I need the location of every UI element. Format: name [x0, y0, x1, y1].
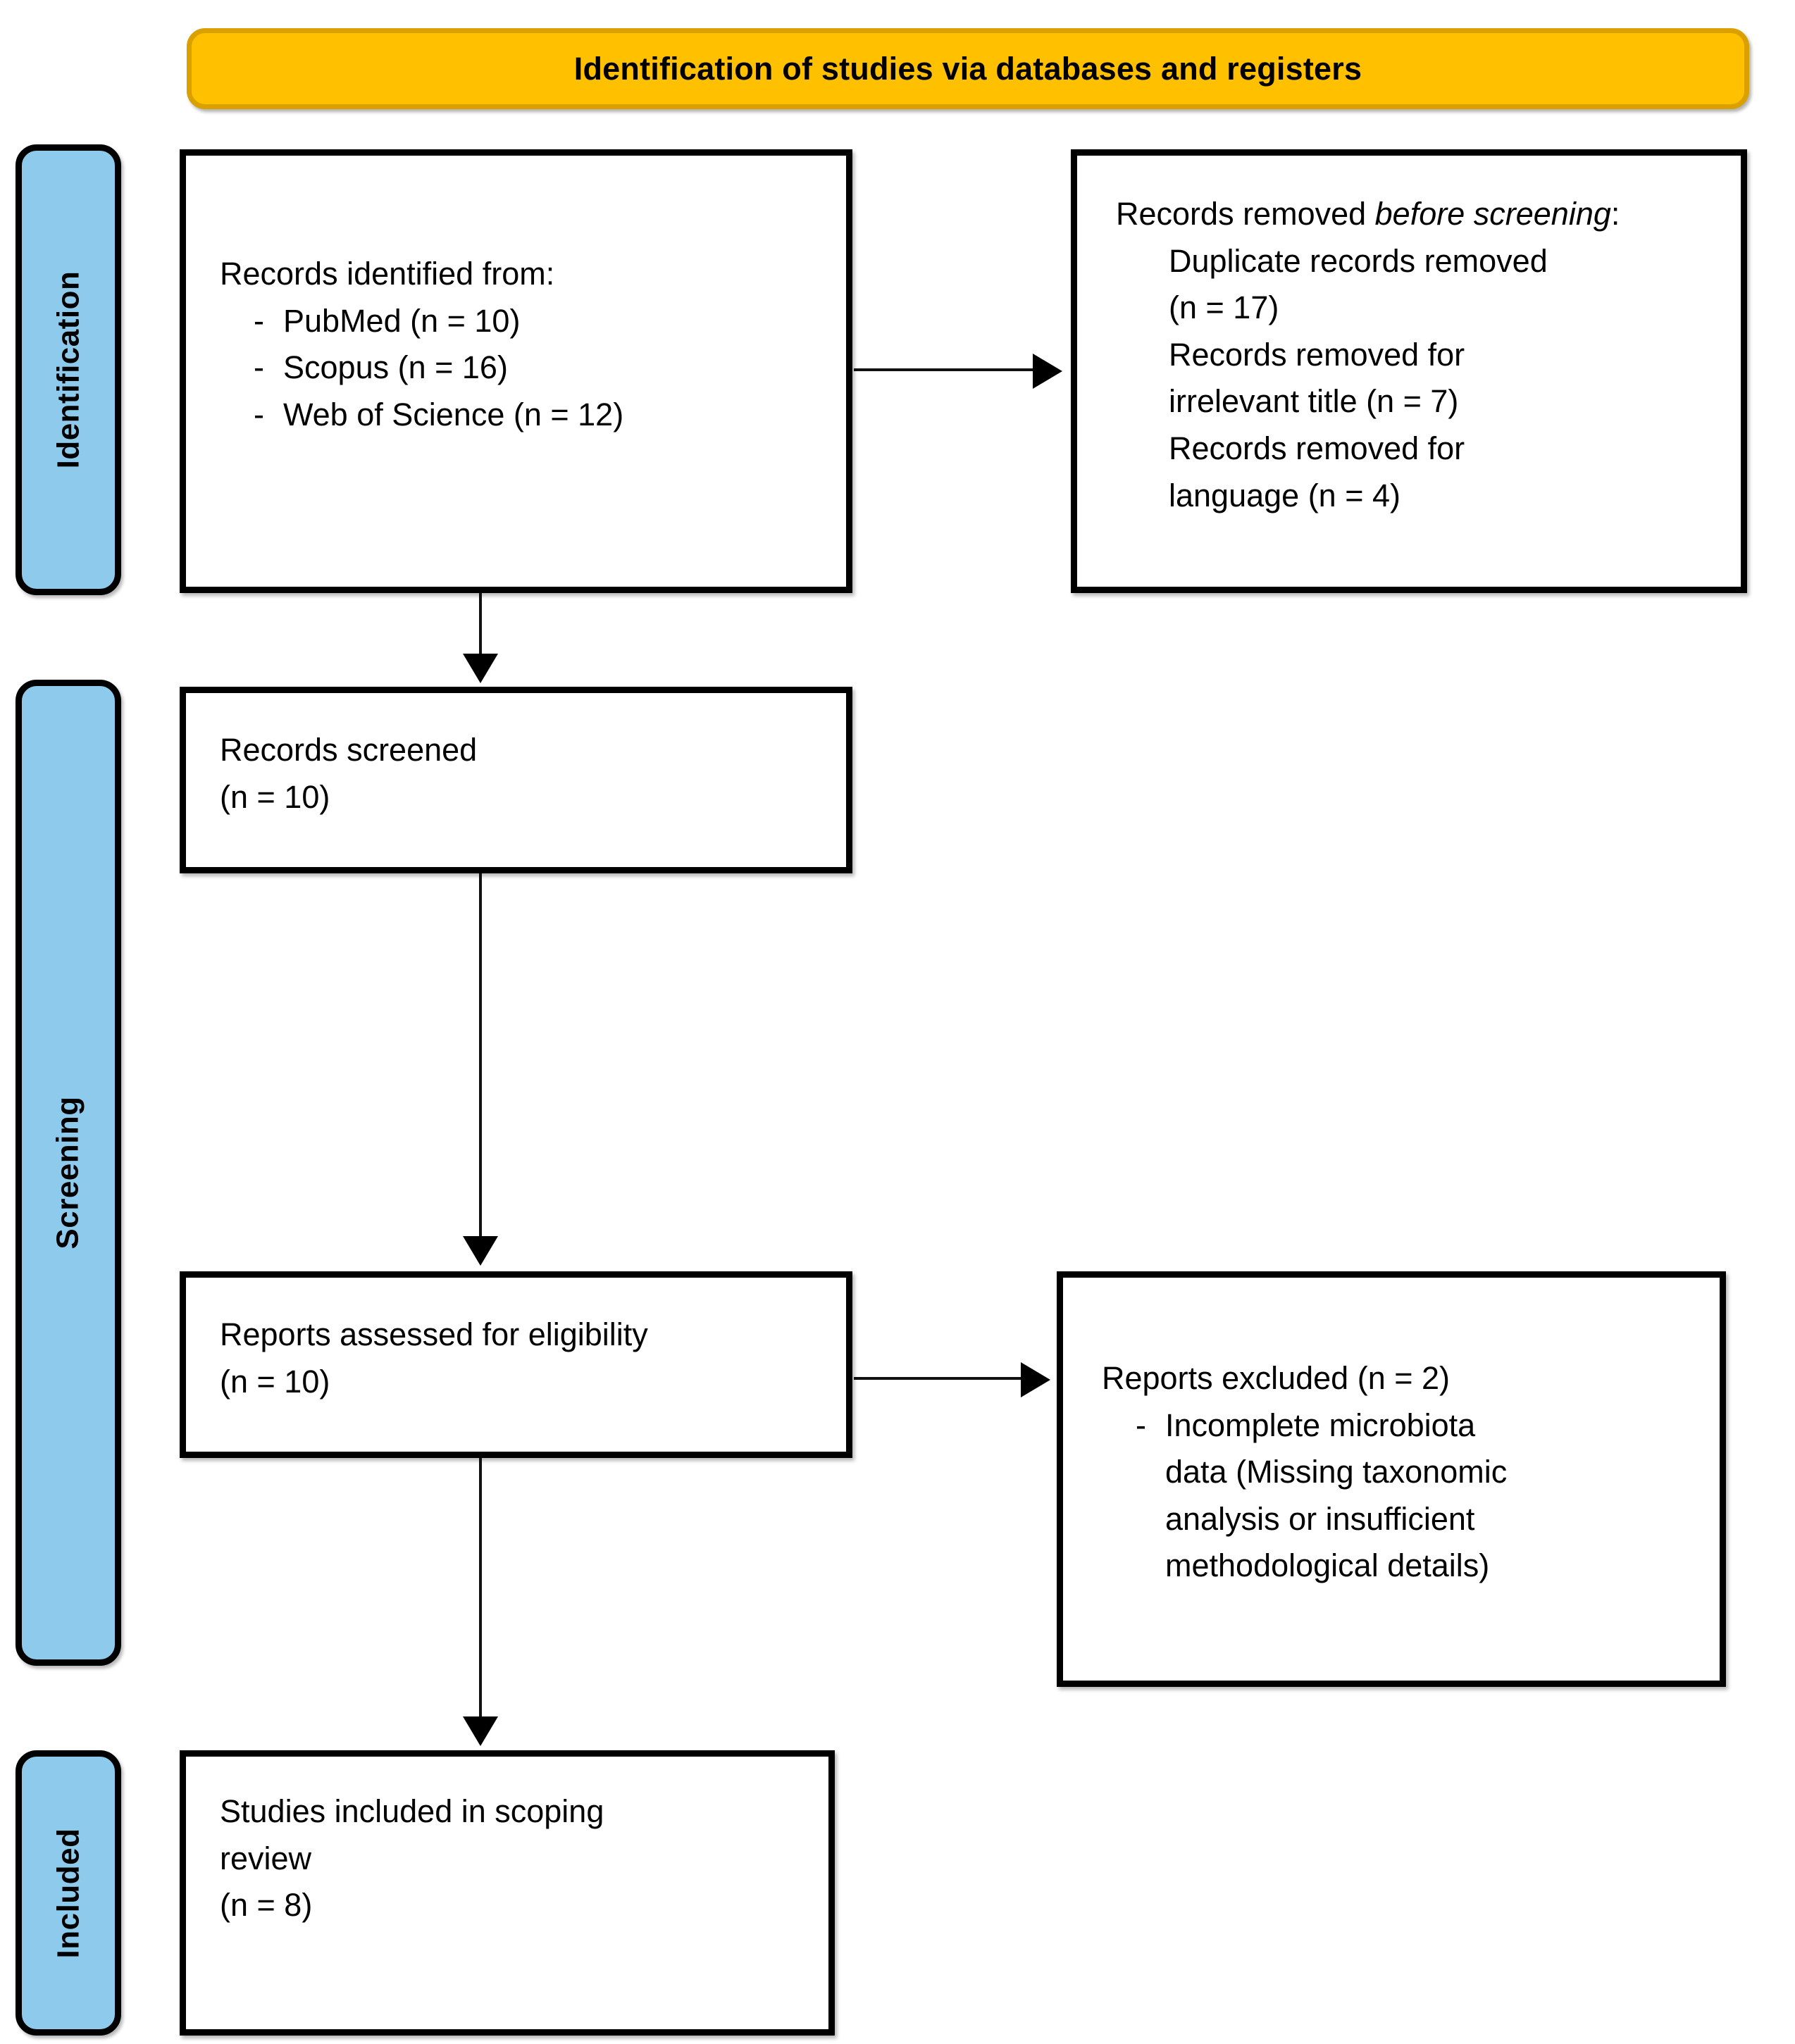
connector-assessed-to-included-line [479, 1458, 482, 1726]
excluded-reason-line-1: Incomplete microbiota [1165, 1407, 1476, 1443]
box-records-removed-before-screening: Records removed before screening: Duplic… [1071, 149, 1747, 593]
excluded-reason-line-3: analysis or insufficient [1165, 1500, 1475, 1537]
removed-line-duplicate-1: Duplicate records removed [1169, 242, 1548, 279]
connector-screened-to-assessed-line [479, 873, 482, 1247]
excluded-reason-line-4: methodological details) [1165, 1547, 1490, 1584]
records-removed-heading: Records removed before screening: [1116, 191, 1720, 238]
removed-line-language-2: language (n = 4) [1169, 477, 1400, 513]
connector-identified-to-screened-line [479, 593, 482, 663]
source-web-of-science: Web of Science (n = 12) [283, 396, 624, 432]
studies-included-label-line-2: review [220, 1840, 312, 1876]
records-screened-label: Records screened [220, 732, 478, 768]
removed-line-duplicate-2: (n = 17) [1169, 289, 1279, 326]
phase-label-included: Included [51, 1828, 85, 1958]
box-reports-excluded: Reports excluded (n = 2) - Incomplete mi… [1057, 1271, 1726, 1687]
removed-line-irrelevant-1: Records removed for [1169, 336, 1465, 373]
phase-bar-included: Included [15, 1750, 121, 2036]
list-item: - Incomplete microbiota data (Missing ta… [1102, 1402, 1698, 1590]
removed-line-language-1: Records removed for [1169, 430, 1465, 466]
arrow-head-down-icon [463, 654, 498, 683]
records-removed-heading-prefix: Records removed [1116, 196, 1375, 232]
arrow-head-right-icon [1033, 354, 1062, 389]
bullet-dash: - [1136, 1407, 1146, 1443]
phase-bar-screening: Screening [15, 680, 121, 1666]
connector-identified-to-removed-line [854, 368, 1038, 371]
reports-excluded-heading: Reports excluded (n = 2) [1102, 1360, 1451, 1396]
records-screened-count: (n = 10) [220, 778, 330, 815]
diagram-title: Identification of studies via databases … [573, 50, 1362, 87]
studies-included-label-line-1: Studies included in scoping [220, 1793, 604, 1829]
bullet-dash: - [254, 302, 264, 339]
arrow-head-right-icon [1021, 1362, 1050, 1397]
diagram-header-banner: Identification of studies via databases … [187, 28, 1749, 109]
records-identified-heading: Records identified from: [220, 256, 555, 292]
arrow-head-down-icon [463, 1236, 498, 1266]
list-item: - Scopus (n = 16) [220, 344, 825, 392]
list-item: - PubMed (n = 10) [220, 298, 825, 345]
arrow-head-down-icon [463, 1716, 498, 1746]
phase-label-screening: Screening [51, 1096, 85, 1250]
phase-label-identification: Identification [51, 270, 85, 469]
phase-bar-identification: Identification [15, 144, 121, 595]
bullet-dash: - [254, 396, 264, 432]
records-removed-heading-emphasis: before screening [1374, 196, 1611, 232]
removed-line-irrelevant-2: irrelevant title (n = 7) [1169, 383, 1459, 420]
reports-assessed-count: (n = 10) [220, 1363, 330, 1400]
source-pubmed: PubMed (n = 10) [283, 302, 521, 339]
reports-assessed-label: Reports assessed for eligibility [220, 1316, 648, 1352]
box-records-screened: Records screened (n = 10) [180, 687, 852, 873]
studies-included-count: (n = 8) [220, 1887, 313, 1924]
box-studies-included: Studies included in scoping review (n = … [180, 1750, 835, 2036]
box-reports-assessed: Reports assessed for eligibility (n = 10… [180, 1271, 852, 1458]
box-records-identified: Records identified from: - PubMed (n = 1… [180, 149, 852, 593]
list-item: - Web of Science (n = 12) [220, 392, 825, 439]
source-scopus: Scopus (n = 16) [283, 349, 508, 386]
bullet-dash: - [254, 349, 264, 386]
records-removed-heading-colon: : [1610, 196, 1620, 232]
connector-assessed-to-excluded-line [854, 1377, 1026, 1380]
excluded-reason-line-2: data (Missing taxonomic [1165, 1454, 1508, 1490]
